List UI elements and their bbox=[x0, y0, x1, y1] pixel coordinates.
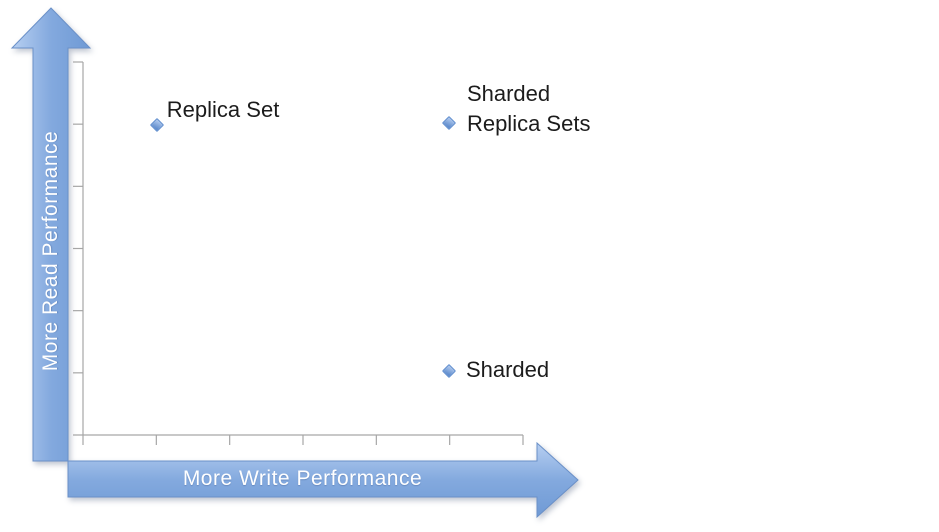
data-point-label-line: Replica Sets bbox=[466, 110, 591, 136]
data-point-label-sharded: Sharded bbox=[466, 355, 549, 385]
data-point-label-line: Sharded bbox=[465, 356, 550, 382]
data-point-label-line: Replica Set bbox=[166, 97, 280, 123]
y-axis-label: More Read Performance bbox=[39, 130, 62, 372]
data-point-label-replica-set: Replica Set bbox=[167, 95, 280, 125]
x-axis-label: More Write Performance bbox=[182, 467, 423, 490]
data-point-label-line: Sharded bbox=[466, 80, 551, 106]
up-arrow-icon bbox=[10, 7, 92, 462]
right-arrow-icon bbox=[67, 441, 579, 519]
